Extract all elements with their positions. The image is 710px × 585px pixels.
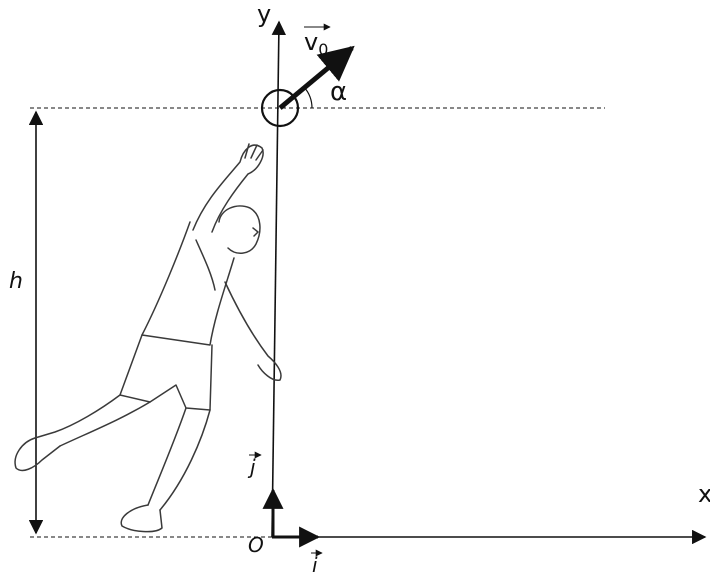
unit-vector-j-label: j [247,455,256,479]
x-axis-label: x [698,480,710,508]
launch-angle-arc [303,86,313,109]
origin-label: O [248,533,264,557]
ball-icon [260,88,300,128]
velocity-vector-arrow [278,45,355,110]
y-axis-label: y [257,0,271,28]
height-label: h [9,269,23,294]
velocity-label: v0 [304,28,328,59]
y-axis [271,20,287,538]
angle-label: α [330,77,347,107]
athlete-figure [14,143,282,533]
unit-vector-i-label: i [312,553,318,577]
